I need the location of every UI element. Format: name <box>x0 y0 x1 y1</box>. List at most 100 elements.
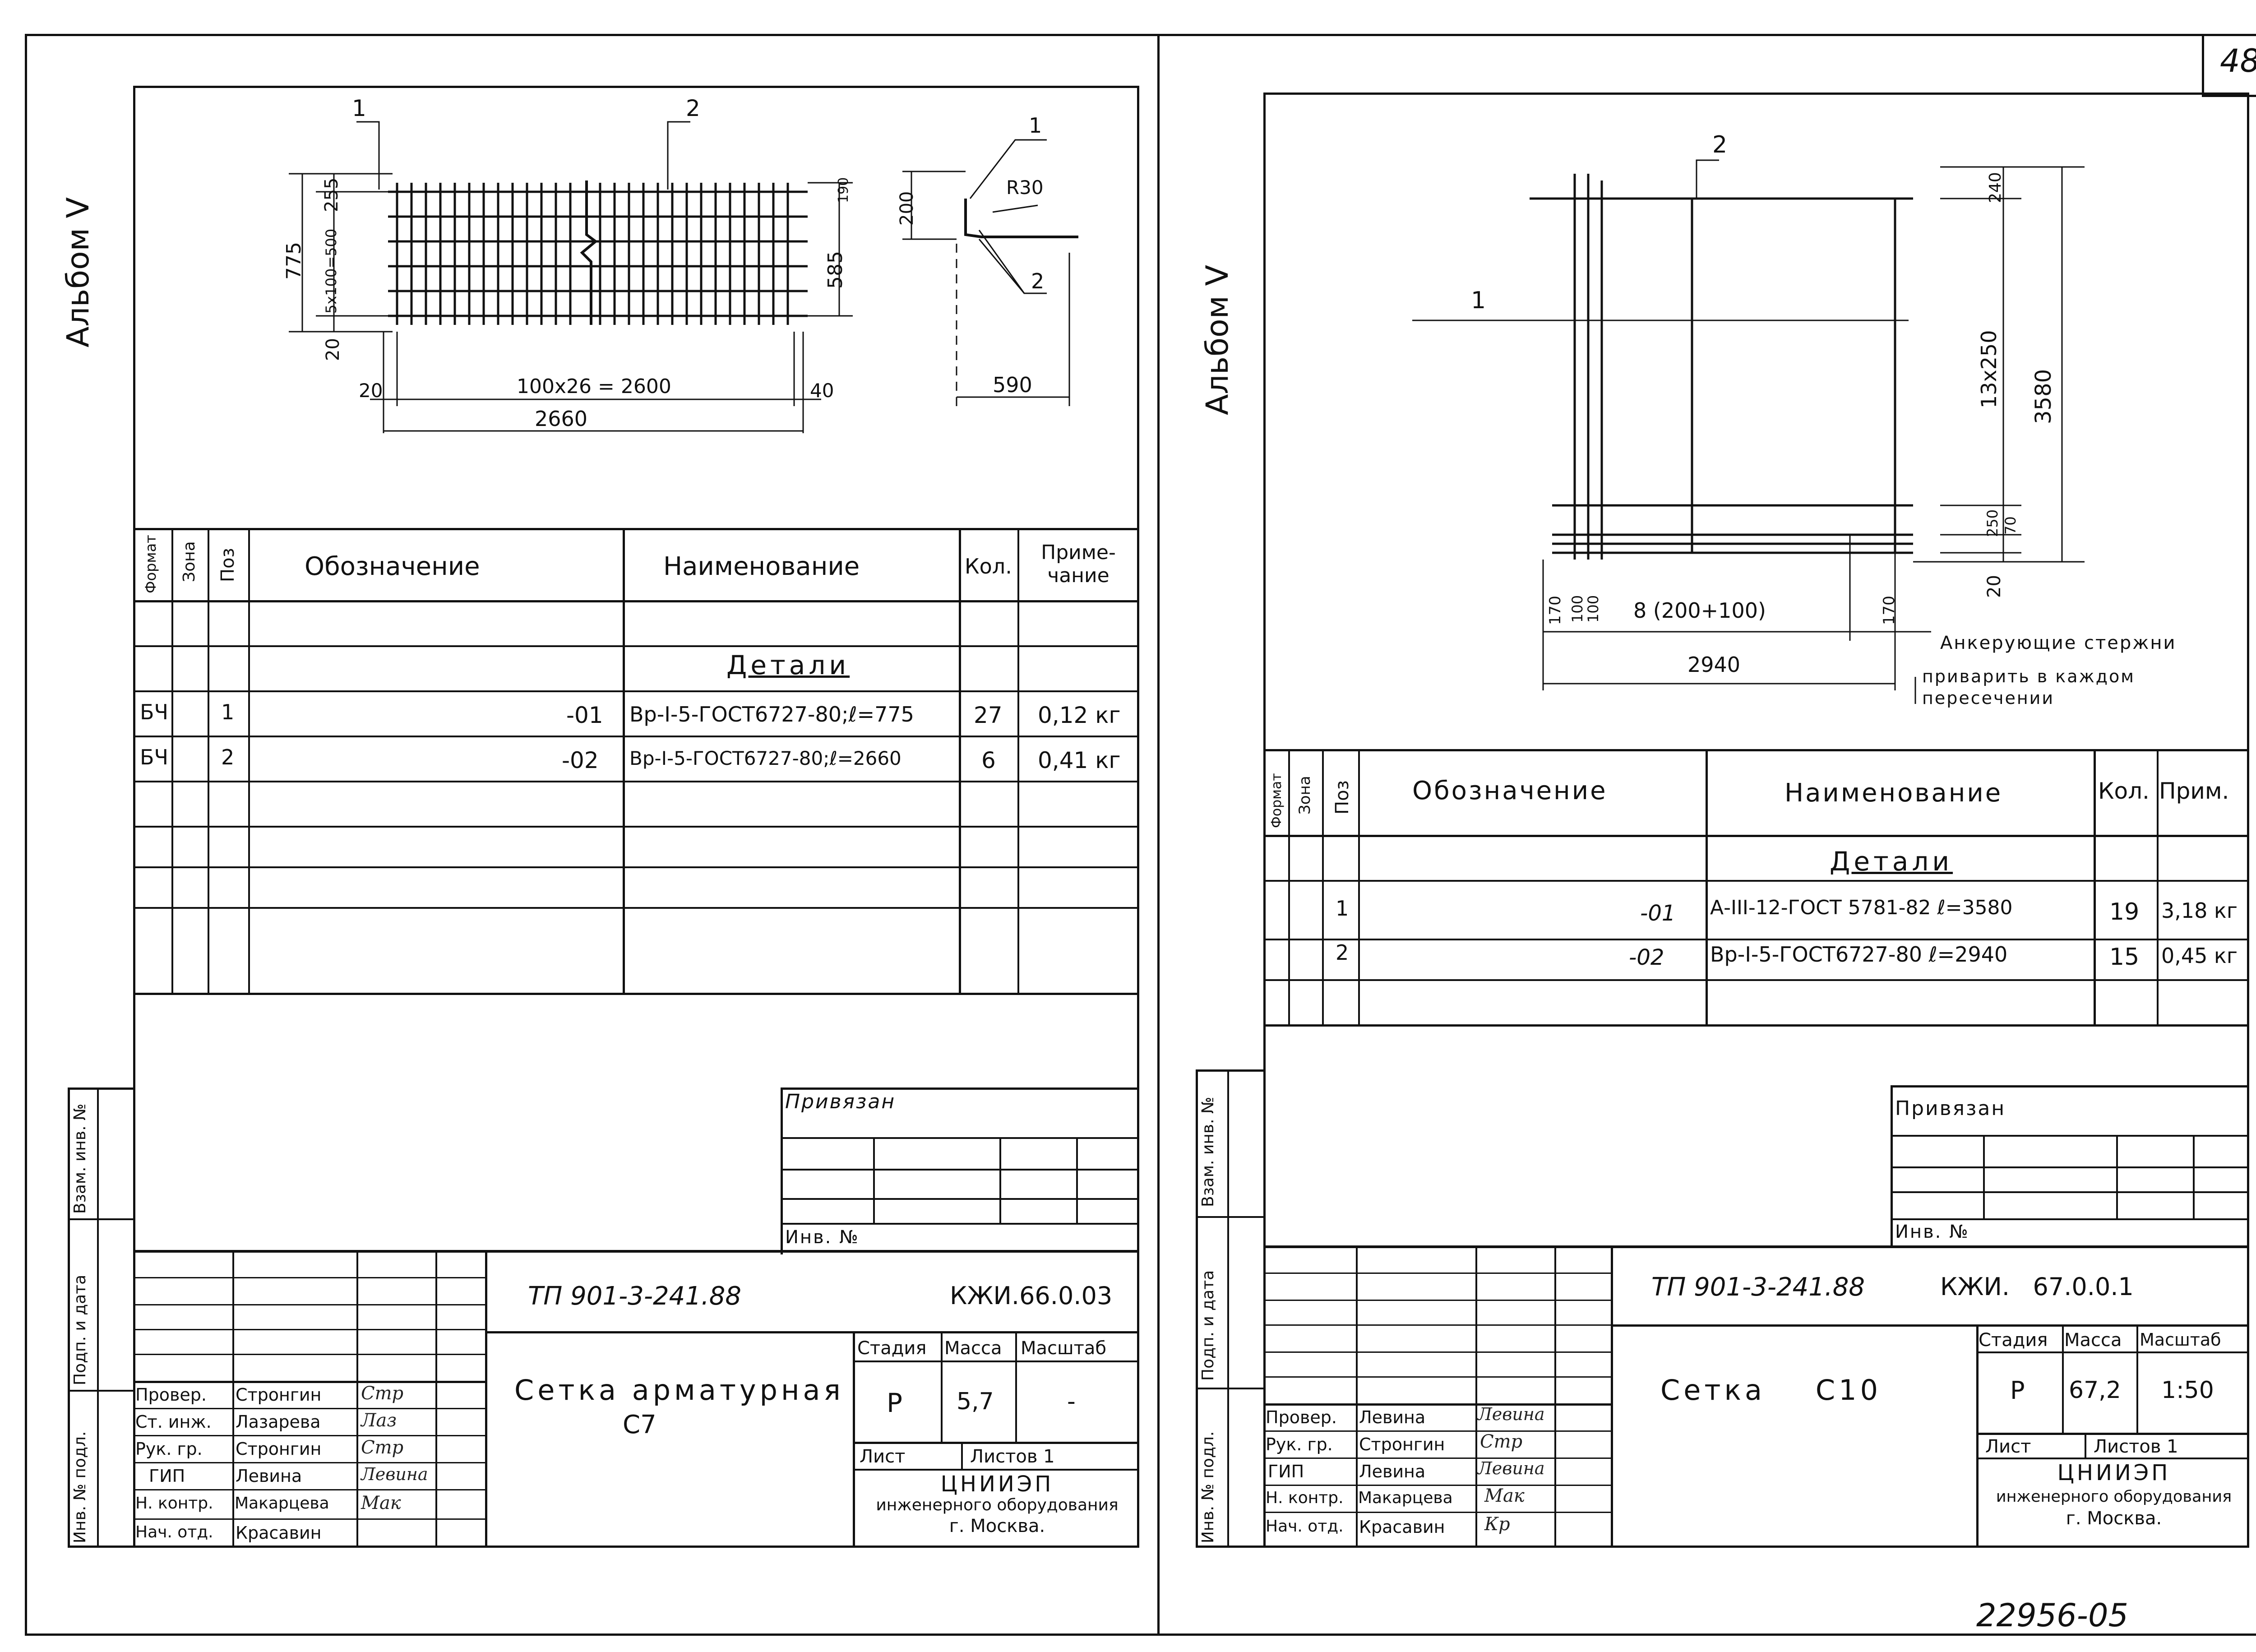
right-signer5-signature: Кр <box>1484 1514 1510 1535</box>
right-pos1-label: 1 <box>1471 287 1486 314</box>
right-mass-value: 67,2 <box>2069 1377 2121 1404</box>
left-signer2-name: Лазарева <box>236 1412 321 1432</box>
left-pos2-label: 2 <box>686 95 700 121</box>
left-pos1-label: 1 <box>352 95 366 121</box>
right-signer5-name: Красавин <box>1359 1517 1445 1537</box>
right-side-label-invpodl: Инв. № подл. <box>1199 1431 1217 1543</box>
right-dim-70: 70 <box>2002 516 2019 535</box>
left-row1-designation: -01 <box>566 702 603 728</box>
right-row2-note: 0,45 кг <box>2161 944 2238 968</box>
left-row2-designation: -02 <box>562 747 599 773</box>
left-col-note: Приме-чание <box>1041 541 1116 587</box>
left-row2-pos: 2 <box>221 745 235 769</box>
left-sheets-label: Листов 1 <box>970 1446 1055 1467</box>
left-dim-20-h: 20 <box>359 379 383 402</box>
right-org-line3: г. Москва. <box>2066 1508 2162 1529</box>
left-row1-format: БЧ <box>140 700 169 724</box>
left-signer1-role: Провер. <box>135 1385 207 1405</box>
right-row2-name: Вр-I-5-ГОСТ6727-80 ℓ=2940 <box>1710 942 2008 967</box>
right-signer5-role: Нач. отд. <box>1266 1517 1344 1536</box>
right-row1-note: 3,18 кг <box>2161 898 2238 923</box>
left-mass-value: 5,7 <box>957 1388 994 1415</box>
left-side-label-vzam: Взам. инв. № <box>71 1103 89 1214</box>
right-signer2-name: Стронгин <box>1359 1435 1445 1454</box>
right-col-note: Прим. <box>2159 778 2229 804</box>
right-sheet-label: Лист <box>1985 1436 2031 1457</box>
right-stage-label: Стадия <box>1979 1330 2048 1351</box>
right-dim-2940: 2940 <box>1687 652 1741 677</box>
right-row2-pos: 2 <box>1336 940 1349 965</box>
right-signer2-signature: Стр <box>1480 1431 1523 1452</box>
right-dim-20: 20 <box>1984 575 2005 598</box>
right-col-pos: Поз <box>1332 780 1353 814</box>
left-signer3-role: Рук. гр. <box>135 1439 203 1459</box>
left-row2-qty: 6 <box>981 747 996 773</box>
page-number: 48 <box>2220 42 2256 79</box>
right-row1-qty: 19 <box>2109 898 2140 925</box>
left-signer4-name: Левина <box>236 1466 302 1486</box>
right-note-line2: приварить в каждом <box>1922 666 2135 686</box>
right-inv-no-label: Инв. № <box>1895 1222 1969 1242</box>
left-section-pos1: 1 <box>1029 113 1042 138</box>
right-project-code: ТП 901-3-241.88 <box>1651 1273 1865 1302</box>
right-signer4-role: Н. контр. <box>1266 1489 1344 1507</box>
outer-border <box>25 34 2256 1636</box>
right-pos2-label: 2 <box>1712 131 1728 158</box>
left-section-pos2: 2 <box>1031 269 1045 293</box>
right-signer2-role: Рук. гр. <box>1266 1435 1333 1454</box>
right-row1-name: А-III-12-ГОСТ 5781-82 ℓ=3580 <box>1710 896 2013 919</box>
left-org-line3: г. Москва. <box>949 1516 1045 1536</box>
left-dim-590: 590 <box>993 373 1032 397</box>
left-sheet-frame <box>133 86 1139 1548</box>
right-privyazan-label: Привязан <box>1895 1097 2006 1120</box>
right-row2-qty: 15 <box>2109 944 2140 971</box>
right-row1-pos: 1 <box>1336 896 1349 921</box>
left-dim-40: 40 <box>810 379 834 402</box>
right-signer3-name: Левина <box>1359 1462 1426 1481</box>
archive-code: 22956-05 <box>1976 1597 2129 1634</box>
right-scale-value: 1:50 <box>2161 1377 2214 1404</box>
left-inv-no-label: Инв. № <box>785 1227 860 1248</box>
right-signer1-role: Провер. <box>1266 1407 1337 1427</box>
right-side-label-vzam: Взам. инв. № <box>1199 1097 1217 1207</box>
right-doc-number: КЖИ. 67.0.0.1 <box>1940 1273 2134 1301</box>
left-row1-pos: 1 <box>221 700 235 724</box>
right-sheets-label: Листов 1 <box>2094 1436 2178 1457</box>
left-section-title: Детали <box>726 650 850 680</box>
right-col-format: Формат <box>1269 773 1285 828</box>
right-org-line2: инженерного оборудования <box>1996 1488 2232 1506</box>
right-col-zone: Зона <box>1296 776 1314 814</box>
left-row2-format: БЧ <box>140 745 169 769</box>
right-signer4-signature: Мак <box>1484 1485 1525 1506</box>
left-signer6-role: Нач. отд. <box>135 1523 213 1541</box>
right-signer3-role: ГИП <box>1268 1462 1304 1481</box>
left-signer1-name: Стронгин <box>236 1385 322 1405</box>
left-signer4-signature: Левина <box>361 1464 428 1484</box>
right-dim-100b: 100 <box>1585 595 1602 623</box>
page-number-box <box>2202 34 2256 97</box>
right-dim-100a: 100 <box>1569 595 1586 623</box>
right-dim-170b: 170 <box>1880 596 1898 625</box>
left-signer5-signature: Мак <box>361 1493 401 1513</box>
left-dim-2600: 100x26 = 2600 <box>517 375 671 398</box>
left-signer2-role: Ст. инж. <box>135 1412 212 1432</box>
right-dim-13x250: 13x250 <box>1977 330 2001 408</box>
left-scale-label: Масштаб <box>1021 1338 1107 1359</box>
left-mesh-svg <box>289 121 1078 433</box>
right-dim-240: 240 <box>1986 172 2005 203</box>
right-mesh-svg <box>1412 159 2085 704</box>
right-row2-designation: -02 <box>1629 945 1664 970</box>
right-scale-label: Масштаб <box>2140 1330 2221 1350</box>
left-scale-value: - <box>1067 1388 1076 1415</box>
left-title-line2: С7 <box>623 1410 656 1439</box>
right-col-qty: Кол. <box>2098 778 2150 804</box>
right-dim-8x: 8 (200+100) <box>1633 598 1766 623</box>
right-col-name: Наименование <box>1784 778 2003 808</box>
left-signer2-signature: Лаз <box>361 1410 397 1431</box>
left-org-line2: инженерного оборудования <box>876 1496 1119 1514</box>
left-section-radius: R30 <box>1006 176 1044 199</box>
left-signer6-name: Красавин <box>236 1523 322 1543</box>
right-row1-designation: -01 <box>1640 901 1676 926</box>
left-mass-label: Масса <box>944 1338 1002 1359</box>
left-row1-note: 0,12 кг <box>1038 702 1121 728</box>
